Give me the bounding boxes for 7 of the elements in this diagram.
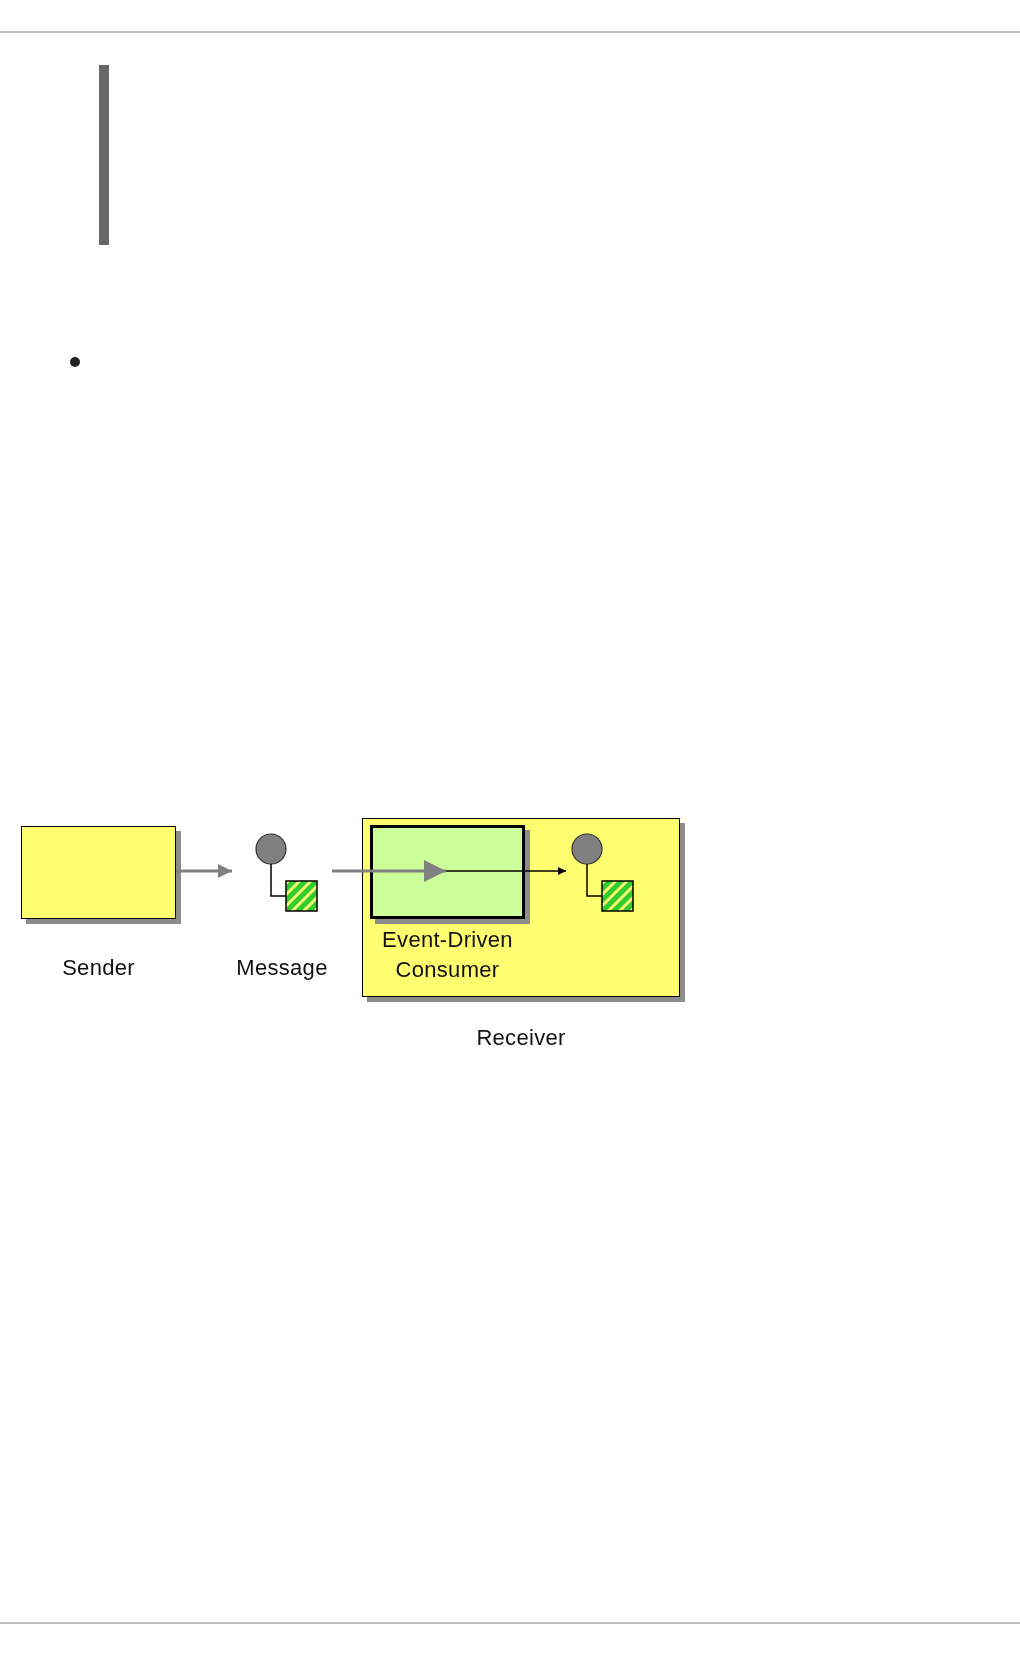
arrow — [445, 867, 567, 875]
node-label: Sender — [61, 954, 136, 982]
node-label: Receiver — [475, 1024, 567, 1052]
arrow — [332, 860, 446, 882]
arrow — [176, 864, 232, 878]
node-label: Message — [235, 954, 329, 982]
node-label: Event-Driven Consumer — [381, 926, 514, 984]
